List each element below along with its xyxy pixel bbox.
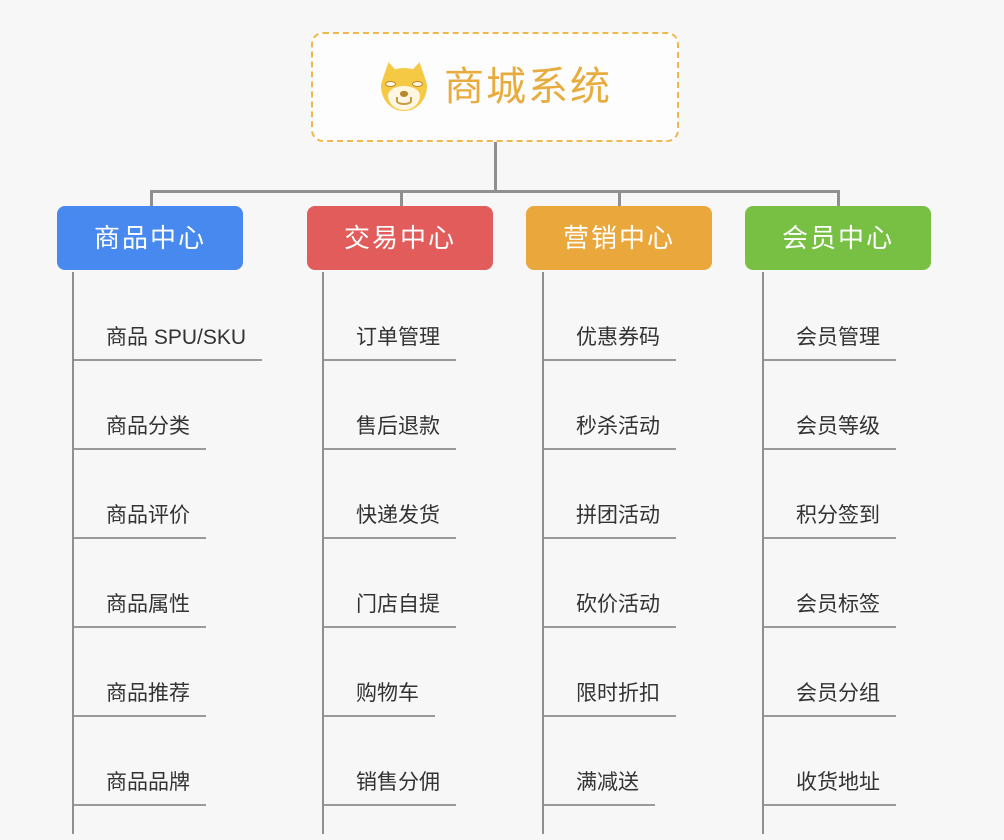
branch-spine [72,272,74,834]
branch-column-product: 商品 SPU/SKU 商品分类 商品评价 商品属性 商品推荐 商品品牌 [72,272,292,834]
leaf-label: 会员分组 [796,682,880,705]
leaf-item[interactable]: 购物车 [322,628,542,717]
category-header-marketing[interactable]: 营销中心 [526,206,712,270]
leaf-underline [324,537,456,539]
leaf-item[interactable]: 销售分佣 [322,717,542,806]
leaf-item[interactable]: 优惠券码 [542,272,762,361]
leaf-item[interactable]: 商品 SPU/SKU [72,272,292,361]
leaf-underline [764,448,896,450]
leaf-item[interactable]: 商品分类 [72,361,292,450]
leaf-label: 售后退款 [356,415,440,438]
category-label: 会员中心 [781,223,894,253]
connector-drop-3 [618,190,621,208]
leaf-item[interactable]: 满减送 [542,717,762,806]
leaf-item[interactable]: 门店自提 [322,539,542,628]
connector-root-stem [494,142,497,192]
leaf-label: 秒杀活动 [576,415,660,438]
leaf-label: 购物车 [356,682,419,705]
leaf-underline [74,537,206,539]
connector-drop-1 [150,190,153,208]
leaf-label: 会员等级 [796,415,880,438]
leaf-underline [764,804,896,806]
branch-spine [542,272,544,834]
leaf-item[interactable]: 秒杀活动 [542,361,762,450]
branch-column-marketing: 优惠券码 秒杀活动 拼团活动 砍价活动 限时折扣 满减送 [542,272,762,834]
connector-horizontal-bus [150,190,840,193]
leaf-label: 收货地址 [796,771,880,794]
leaf-label: 商品推荐 [106,682,190,705]
leaf-label: 会员管理 [796,326,880,349]
branch-spine [322,272,324,834]
leaf-underline [74,359,263,361]
leaf-label: 商品分类 [106,415,190,438]
category-header-trade[interactable]: 交易中心 [307,206,493,270]
leaf-item[interactable]: 砍价活动 [542,539,762,628]
leaf-underline [544,359,676,361]
leaf-underline [764,359,896,361]
leaf-item[interactable]: 商品属性 [72,539,292,628]
category-header-product[interactable]: 商品中心 [57,206,243,270]
leaf-label: 商品品牌 [106,771,190,794]
leaf-label: 拼团活动 [576,504,660,527]
leaf-label: 商品属性 [106,593,190,616]
leaf-underline [324,359,456,361]
root-node[interactable]: 商城系统 [311,32,679,142]
leaf-label: 商品评价 [106,504,190,527]
category-label: 交易中心 [343,223,456,253]
leaf-underline [74,715,206,717]
leaf-label: 砍价活动 [576,593,660,616]
leaf-underline [764,626,896,628]
leaf-item[interactable]: 积分签到 [762,450,982,539]
leaf-underline [324,804,456,806]
leaf-label: 订单管理 [356,326,440,349]
leaf-item[interactable]: 商品推荐 [72,628,292,717]
branch-spine [762,272,764,834]
leaf-item[interactable]: 会员标签 [762,539,982,628]
connector-drop-2 [400,190,403,208]
branch-column-member: 会员管理 会员等级 积分签到 会员标签 会员分组 收货地址 [762,272,982,834]
category-label: 营销中心 [562,223,675,253]
leaf-underline [74,804,206,806]
leaf-underline [544,626,676,628]
leaf-underline [74,448,206,450]
leaf-underline [544,448,676,450]
leaf-underline [74,626,206,628]
leaf-label: 会员标签 [796,593,880,616]
leaf-label: 门店自提 [356,593,440,616]
leaf-item[interactable]: 售后退款 [322,361,542,450]
leaf-underline [544,804,655,806]
leaf-item[interactable]: 订单管理 [322,272,542,361]
leaf-label: 商品 SPU/SKU [106,326,247,349]
leaf-item[interactable]: 会员分组 [762,628,982,717]
leaf-underline [764,715,896,717]
shiba-inu-icon [378,60,430,112]
leaf-item[interactable]: 限时折扣 [542,628,762,717]
leaf-item[interactable]: 会员管理 [762,272,982,361]
branch-column-trade: 订单管理 售后退款 快递发货 门店自提 购物车 销售分佣 [322,272,542,834]
leaf-underline [324,626,456,628]
leaf-item[interactable]: 商品品牌 [72,717,292,806]
leaf-label: 积分签到 [796,504,880,527]
leaf-item[interactable]: 会员等级 [762,361,982,450]
leaf-label: 快递发货 [356,504,440,527]
leaf-underline [544,715,676,717]
category-label: 商品中心 [93,223,206,253]
leaf-label: 优惠券码 [576,326,660,349]
leaf-label: 限时折扣 [576,682,660,705]
leaf-label: 满减送 [576,771,639,794]
leaf-underline [544,537,676,539]
leaf-item[interactable]: 拼团活动 [542,450,762,539]
category-header-member[interactable]: 会员中心 [745,206,931,270]
leaf-underline [324,448,456,450]
leaf-underline [324,715,435,717]
leaf-label: 销售分佣 [356,771,440,794]
leaf-underline [764,537,896,539]
leaf-item[interactable]: 快递发货 [322,450,542,539]
root-title: 商城系统 [444,65,612,109]
connector-drop-4 [837,190,840,208]
leaf-item[interactable]: 商品评价 [72,450,292,539]
leaf-item[interactable]: 收货地址 [762,717,982,806]
